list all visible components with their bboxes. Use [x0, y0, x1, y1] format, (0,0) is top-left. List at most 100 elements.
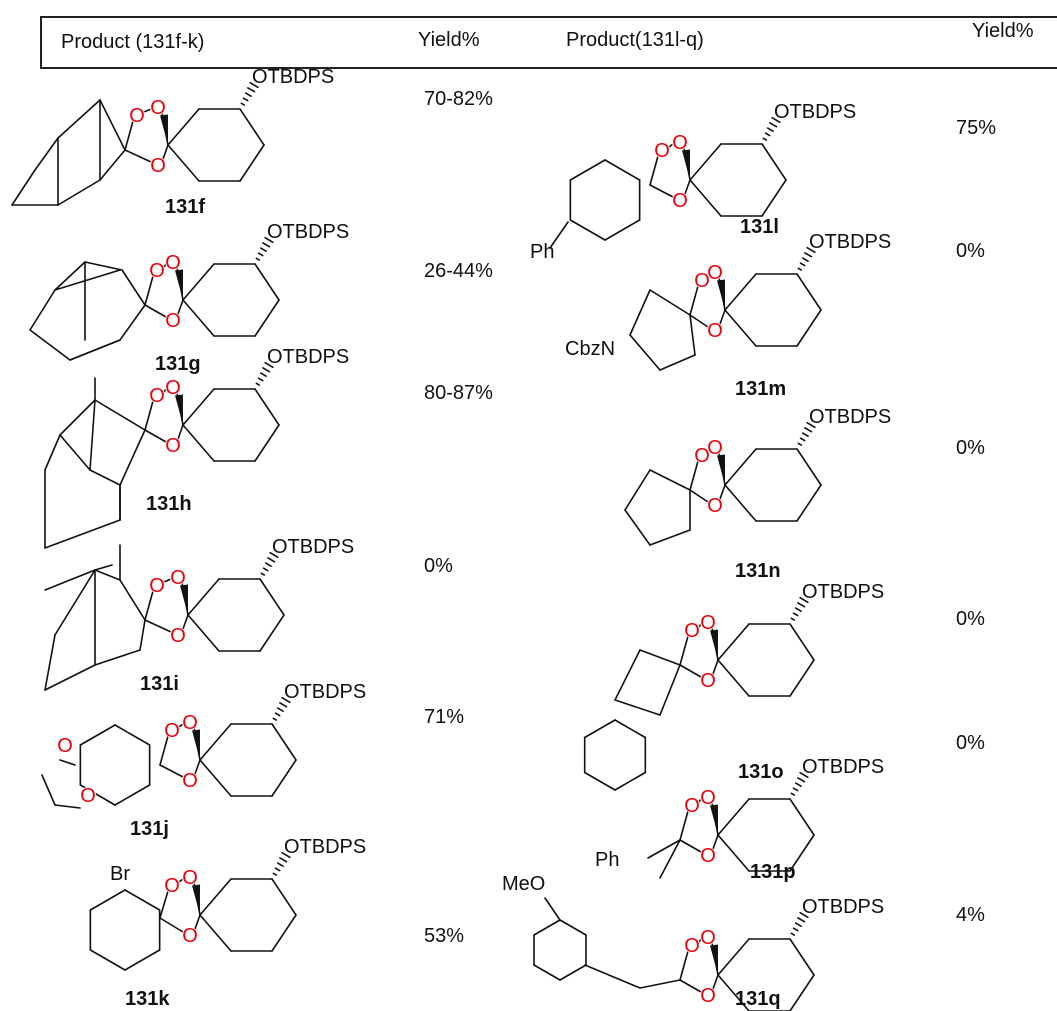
wedge-bond [192, 729, 200, 760]
yield-131o: 0% [956, 608, 985, 630]
bond-240 [614, 771, 647, 791]
compound-id-131q: 131q [735, 988, 781, 1010]
oxygen-atom: O [182, 867, 198, 889]
bond-89 [187, 614, 220, 652]
bond-150 [89, 949, 126, 971]
bond-107 [178, 723, 184, 728]
bond-161 [761, 179, 787, 217]
bond-258 [797, 777, 806, 783]
oxygen-atom: O [165, 310, 181, 332]
bond-181 [724, 273, 757, 311]
bond-144 [276, 862, 284, 867]
bond-189 [801, 257, 809, 262]
oxygen-atom: O [164, 875, 180, 897]
oxygen-atom-mask [700, 614, 716, 630]
oxygen-atom-mask [182, 772, 198, 788]
bond-58 [254, 388, 280, 426]
bond-56 [182, 388, 215, 426]
bond-72 [89, 399, 96, 471]
bond-267 [717, 938, 750, 976]
bond-16 [99, 99, 126, 151]
oxygen-atom: O [700, 787, 716, 809]
bond-146 [281, 851, 291, 859]
bond-283 [533, 919, 561, 936]
bond-41 [121, 269, 146, 306]
bond-129 [41, 774, 56, 806]
bond-172 [569, 219, 606, 241]
bond-122 [114, 724, 151, 746]
oxygen-atom: O [700, 845, 716, 867]
yield-131g: 26-44% [424, 260, 493, 282]
bond-135 [194, 914, 201, 930]
bond-68 [89, 469, 121, 486]
bond-249 [717, 798, 750, 836]
oxygen-atom: O [149, 575, 165, 597]
oxygen-atom: O [57, 735, 73, 757]
bond-247 [679, 839, 702, 853]
wedge-bond [710, 804, 718, 835]
oxygen-atom-mask [149, 577, 165, 593]
otbdps-label-l: OTBDPS [774, 101, 856, 123]
oxygen-atom-mask [700, 987, 716, 1003]
bond-1 [143, 108, 152, 113]
bond-90 [260, 572, 266, 576]
bond-40 [264, 236, 274, 244]
oxygen-atom-mask [170, 627, 186, 643]
bond-14 [247, 87, 256, 93]
bond-256 [792, 787, 799, 792]
oxygen-atom: O [149, 260, 165, 282]
bond-215 [624, 509, 651, 546]
bond-0 [124, 120, 134, 151]
oxygen-atom: O [170, 625, 186, 647]
bond-7 [239, 108, 265, 146]
bond-232 [797, 602, 806, 608]
bond-61 [182, 424, 215, 462]
otbdps-label-q: OTBDPS [802, 896, 884, 918]
oxygen-atom-mask [694, 447, 710, 463]
bond-276 [797, 917, 806, 923]
bond-79 [144, 590, 154, 621]
bond-175 [549, 221, 569, 249]
header-product-right: Product(131l-q) [566, 29, 704, 51]
bond-169 [604, 159, 641, 181]
bond-218 [679, 635, 689, 666]
bond-200 [689, 489, 709, 503]
oxygen-atom: O [707, 320, 723, 342]
bond-114 [271, 759, 297, 797]
bond-211 [804, 427, 813, 433]
oxygen-atom: O [182, 770, 198, 792]
yield-131q: 4% [956, 904, 985, 926]
bond-273 [790, 932, 796, 936]
bond-207 [724, 484, 757, 522]
bond-37 [257, 252, 264, 257]
wedge-bond [717, 454, 725, 485]
bond-139 [271, 914, 297, 952]
bond-272 [717, 974, 750, 1011]
bond-208 [797, 442, 803, 446]
bond-228 [717, 659, 750, 697]
header-yield-right: Yield% [972, 20, 1034, 42]
bond-174 [569, 159, 606, 181]
substituent-br: Br [110, 863, 130, 885]
oxygen-atom: O [700, 670, 716, 692]
yield-131l: 75% [956, 117, 997, 139]
bond-30 [182, 263, 215, 301]
otbdps-label-f: OTBDPS [252, 66, 334, 88]
bond-149 [124, 949, 161, 971]
bond-38 [259, 247, 267, 252]
bond-234 [639, 649, 681, 666]
oxygen-atom: O [694, 445, 710, 467]
bond-11 [240, 102, 246, 106]
bond-202 [724, 448, 757, 486]
bond-226 [789, 659, 815, 697]
bond-143 [274, 867, 281, 872]
bond-lines [11, 81, 822, 1011]
bond-164 [762, 137, 768, 141]
oxygen-atom: O [164, 720, 180, 742]
compound-id-131m: 131m [735, 378, 786, 400]
oxygen-atom: O [700, 927, 716, 949]
oxygen-atom: O [170, 567, 186, 589]
otbdps-label-m: OTBDPS [809, 231, 891, 253]
bond-216 [649, 529, 691, 546]
